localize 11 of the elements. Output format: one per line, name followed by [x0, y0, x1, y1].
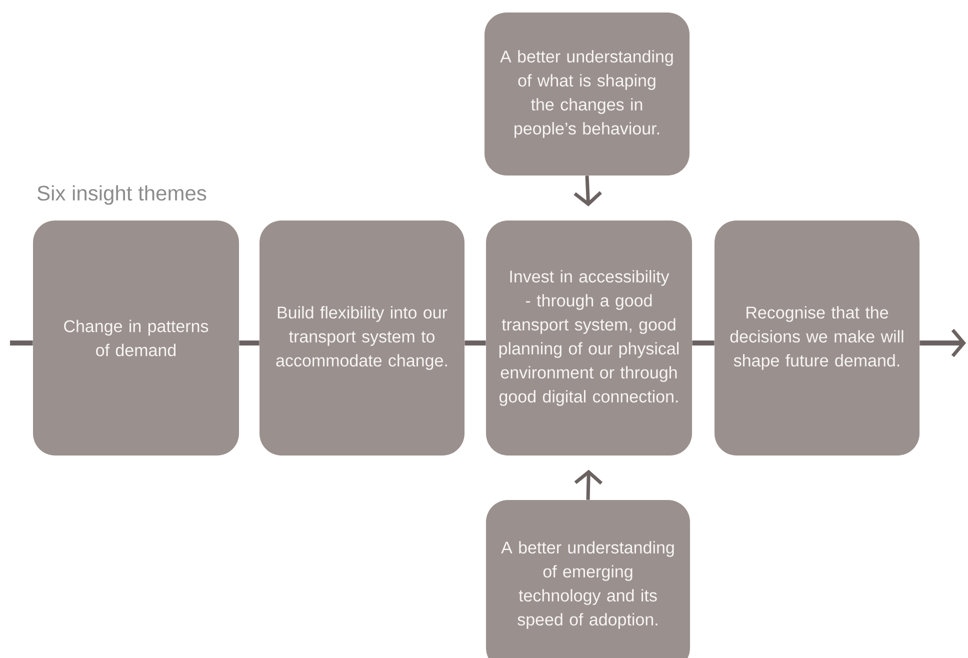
- connector-line: [464, 340, 486, 346]
- connector-line: [10, 340, 33, 346]
- process-box: Invest in accessibility - through a good transport system, good planning of our physical environment or through good digital connection.: [486, 220, 692, 456]
- connector-line: [239, 340, 260, 346]
- process-box: Change in patterns of demand: [33, 220, 239, 456]
- title: Six insight themes: [38, 185, 206, 205]
- process-box: Build flexibility into our transport system to accommodate change.: [260, 220, 464, 456]
- process-box: A better understanding of emerging technology and its speed of adoption.: [486, 500, 690, 658]
- process-box: Recognise that the decisions we make will shape future demand.: [714, 220, 920, 456]
- connector-line: [692, 340, 714, 346]
- process-box: A better understanding of what is shaping the changes in people’s behaviour.: [484, 12, 690, 176]
